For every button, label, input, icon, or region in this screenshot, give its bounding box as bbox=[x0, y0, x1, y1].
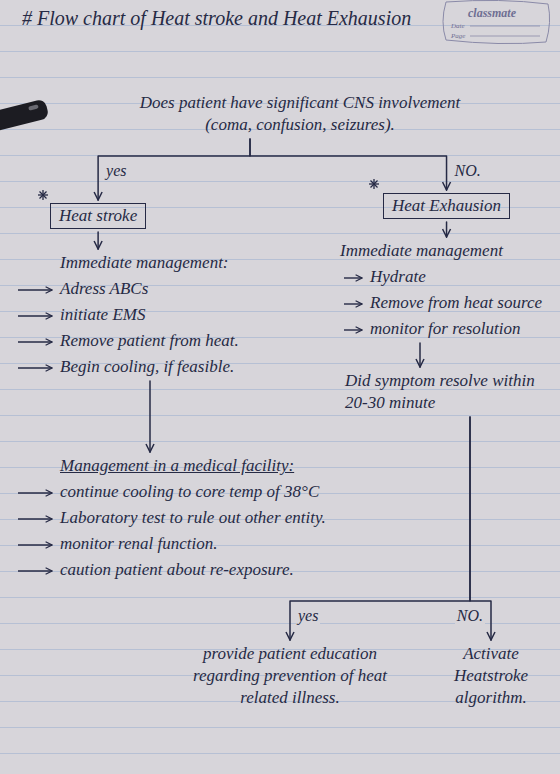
node-heading: Immediate management: bbox=[14, 252, 304, 274]
bullet-arrow bbox=[344, 329, 362, 330]
date-line bbox=[470, 26, 540, 27]
star-stroke bbox=[40, 192, 47, 199]
node-item: Hydrate bbox=[340, 266, 555, 288]
flow-connector bbox=[250, 139, 447, 190]
node-text: Activate Heatstroke algorithm. bbox=[432, 643, 550, 709]
process-box: Heat stroke bbox=[50, 203, 146, 229]
node-text: Heat stroke bbox=[59, 205, 137, 227]
outcome-text: provide patient education regarding prev… bbox=[170, 643, 410, 709]
node-text: Heat Exhausion bbox=[392, 195, 501, 217]
flow-connector bbox=[98, 139, 250, 200]
node-item: Remove from heat source bbox=[340, 292, 555, 314]
field-label: Page bbox=[451, 32, 465, 40]
decision-text: Did symptom resolve within 20-30 minute bbox=[345, 370, 550, 414]
bullet-arrow bbox=[344, 277, 362, 278]
step-list: Management in a medical facility: continu… bbox=[14, 455, 454, 581]
brand-logo: classmate bbox=[468, 6, 516, 20]
star-stroke bbox=[40, 192, 47, 199]
bullet-arrow bbox=[18, 492, 52, 493]
flow-connector bbox=[149, 381, 151, 452]
edge-label: yes bbox=[296, 607, 320, 625]
node-item: Remove patient from heat. bbox=[14, 330, 304, 352]
flow-connector bbox=[290, 417, 470, 640]
node-heading: Management in a medical facility: bbox=[14, 455, 454, 477]
bullet-arrow bbox=[18, 341, 52, 342]
edge-label: NO. bbox=[453, 162, 483, 180]
flow-connector bbox=[419, 343, 421, 367]
edge-label: yes bbox=[104, 162, 128, 180]
page-title: # Flow chart of Heat stroke and Heat Exh… bbox=[22, 6, 411, 30]
node-text: Did symptom resolve within 20-30 minute bbox=[345, 370, 550, 414]
node-item: monitor renal function. bbox=[14, 533, 454, 555]
outcome-text: Activate Heatstroke algorithm. bbox=[432, 643, 550, 709]
node-heading: Immediate management bbox=[340, 240, 555, 262]
pencil-body bbox=[0, 99, 49, 132]
node-item: caution patient about re-exposure. bbox=[14, 559, 454, 581]
node-text: provide patient education regarding prev… bbox=[170, 643, 410, 709]
logo-outline bbox=[443, 0, 550, 43]
node-text: Does patient have significant CNS involv… bbox=[118, 92, 482, 136]
node-item: Adress ABCs bbox=[14, 278, 304, 300]
node-item: Laboratory test to rule out other entity… bbox=[14, 507, 454, 529]
pencil bbox=[0, 99, 49, 132]
bullet-arrow bbox=[18, 544, 52, 545]
bullet-arrow bbox=[18, 289, 52, 290]
bullet-arrow bbox=[18, 315, 52, 316]
flow-connector bbox=[446, 222, 448, 237]
decision-text: Does patient have significant CNS involv… bbox=[118, 92, 482, 136]
star-stroke bbox=[371, 181, 378, 188]
step-list: Immediate managementHydrateRemove from h… bbox=[340, 240, 555, 340]
bullet-arrow bbox=[344, 303, 362, 304]
step-list: Immediate management: Adress ABCs initiate… bbox=[14, 252, 304, 378]
node-item: Begin cooling, if feasible. bbox=[14, 356, 304, 378]
node-item: initiate EMS bbox=[14, 304, 304, 326]
flow-connector bbox=[97, 232, 99, 249]
star-mark bbox=[369, 179, 379, 189]
star-stroke bbox=[371, 181, 378, 188]
page-line bbox=[470, 36, 540, 37]
field-label: Date bbox=[451, 22, 465, 30]
node-item: monitor for resolution bbox=[340, 318, 555, 340]
bullet-arrow bbox=[18, 367, 52, 368]
bullet-arrow bbox=[18, 570, 52, 571]
process-box: Heat Exhausion bbox=[383, 193, 510, 219]
bullet-arrow bbox=[18, 518, 52, 519]
edge-label: NO. bbox=[455, 607, 485, 625]
pencil-highlight bbox=[28, 104, 39, 110]
node-item: continue cooling to core temp of 38°C bbox=[14, 481, 454, 503]
star-mark bbox=[38, 190, 48, 200]
